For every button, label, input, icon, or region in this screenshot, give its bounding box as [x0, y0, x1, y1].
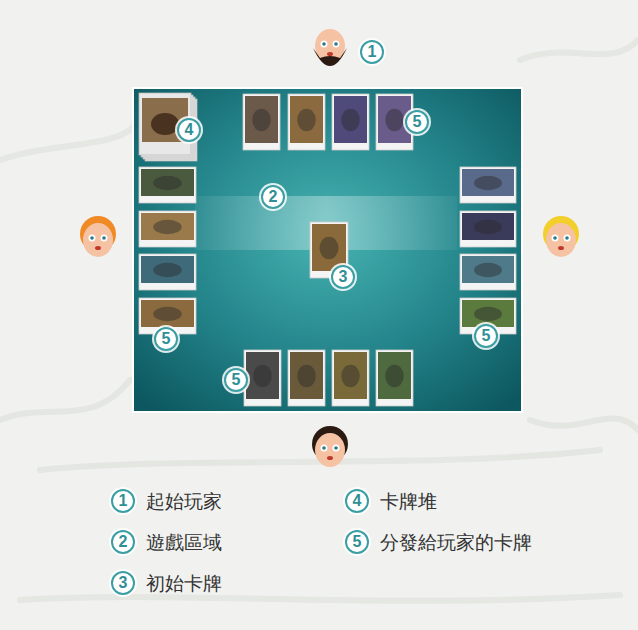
- callout-number: 5: [154, 327, 178, 351]
- callout-number-text: 1: [368, 44, 377, 60]
- callout-number-text: 5: [482, 328, 491, 344]
- legend-text: 初始卡牌: [146, 574, 222, 593]
- callout-number: 2: [111, 530, 135, 554]
- callout-number-text: 5: [413, 114, 422, 130]
- callout-number: 5: [405, 110, 429, 134]
- legend-text: 起始玩家: [146, 492, 222, 511]
- callout-number: 2: [261, 185, 285, 209]
- callout-number-text: 4: [185, 122, 194, 138]
- callout-number: 3: [111, 571, 135, 595]
- callout-number: 4: [177, 118, 201, 142]
- legend-text: 分發給玩家的卡牌: [380, 533, 532, 552]
- callout-number-text: 5: [353, 534, 362, 550]
- callout-number-text: 4: [353, 493, 362, 509]
- callout-number: 5: [224, 368, 248, 392]
- callout-number-text: 2: [119, 534, 128, 550]
- callout-number: 3: [331, 265, 355, 289]
- callout-number-text: 1: [119, 493, 128, 509]
- callout-number: 5: [474, 324, 498, 348]
- callout-number: 4: [345, 489, 369, 513]
- callout-number-text: 3: [119, 575, 128, 591]
- legend-text: 遊戲區域: [146, 533, 222, 552]
- callout-number: 1: [111, 489, 135, 513]
- callout-number-text: 5: [232, 372, 241, 388]
- callout-number-text: 5: [162, 331, 171, 347]
- callout-number-text: 2: [269, 189, 278, 205]
- callout-number-text: 3: [339, 269, 348, 285]
- callout-number: 5: [345, 530, 369, 554]
- legend-text: 卡牌堆: [380, 492, 437, 511]
- callout-number: 1: [360, 40, 384, 64]
